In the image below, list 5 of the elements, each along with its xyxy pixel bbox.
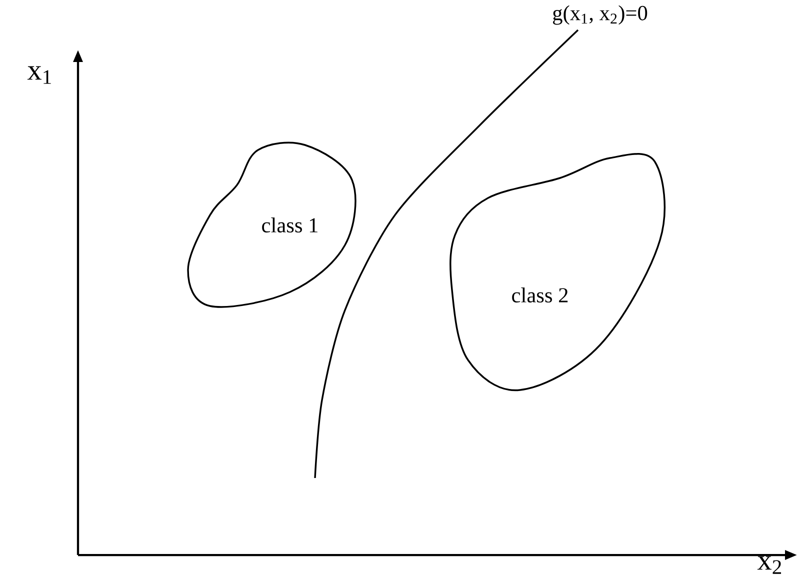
boundary-label: g(x$_{1}$, x$_{2}$)=0 (553, 5, 648, 25)
axis-label: x$_{1}$ (27, 66, 51, 84)
class-region: class 1 (187, 142, 356, 308)
class-region: class 2 (450, 153, 666, 392)
axis-label: x$_{2}$ (757, 556, 781, 574)
